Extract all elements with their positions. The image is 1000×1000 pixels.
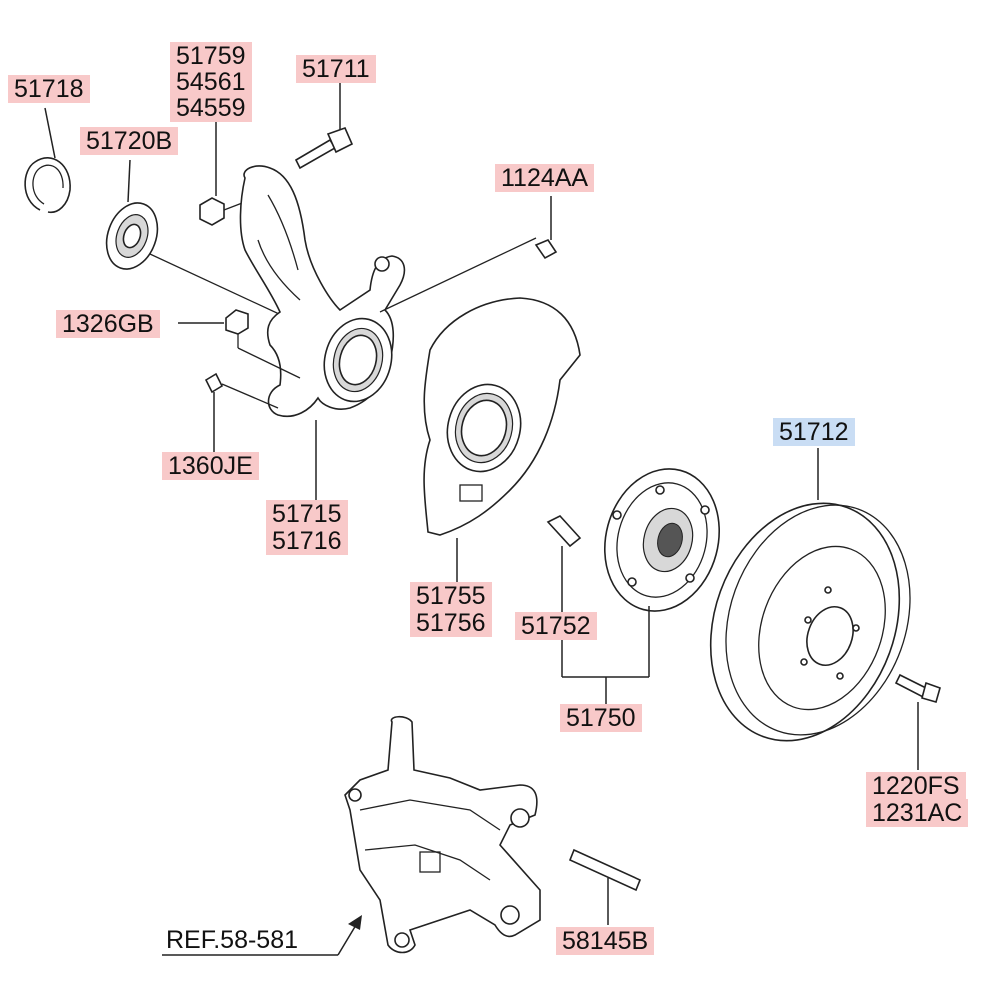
part-label-1231AC[interactable]: 1231AC [866, 799, 969, 827]
part-label-51720B[interactable]: 51720B [80, 127, 179, 155]
part-label-51711[interactable]: 51711 [296, 55, 376, 83]
pad-clip-part [568, 848, 642, 925]
part-label-54559[interactable]: 54559 [170, 94, 252, 122]
bolt-part [294, 82, 354, 170]
wheel-bearing-part [105, 159, 293, 321]
wheel-hub-part [603, 468, 721, 677]
part-label-51755[interactable]: 51755 [410, 582, 492, 612]
dust-shield-part [423, 297, 581, 582]
brake-disc-part [709, 448, 911, 742]
shield-bolt-part [379, 196, 558, 313]
steering-knuckle-part [239, 165, 406, 500]
part-label-51756[interactable]: 51756 [410, 609, 492, 637]
part-label-51752[interactable]: 51752 [515, 612, 597, 640]
part-label-1326GB[interactable]: 1326GB [56, 310, 160, 338]
small-bolt-part [204, 372, 279, 454]
part-label-51716[interactable]: 51716 [266, 527, 348, 555]
part-label-51750[interactable]: 51750 [560, 704, 642, 732]
hub-stud-part [546, 515, 649, 704]
part-label-58145B[interactable]: 58145B [556, 927, 655, 955]
caliper-bracket-part [344, 715, 541, 954]
snap-ring-part [24, 107, 71, 214]
part-label-1124AA[interactable]: 1124AA [495, 164, 595, 192]
hex-nut-part [178, 309, 301, 379]
part-label-54561[interactable]: 54561 [170, 68, 252, 98]
part-label-51759[interactable]: 51759 [170, 42, 252, 72]
part-label-51715[interactable]: 51715 [266, 500, 348, 530]
part-label-1360JE[interactable]: 1360JE [162, 452, 259, 480]
reference-label: REF.58-581 [166, 926, 299, 954]
disc-screw-part [894, 673, 941, 770]
reference-arrow [162, 915, 362, 956]
part-label-1220FS[interactable]: 1220FS [866, 772, 966, 802]
part-label-51718[interactable]: 51718 [8, 75, 90, 103]
part-label-51712[interactable]: 51712 [773, 418, 855, 446]
